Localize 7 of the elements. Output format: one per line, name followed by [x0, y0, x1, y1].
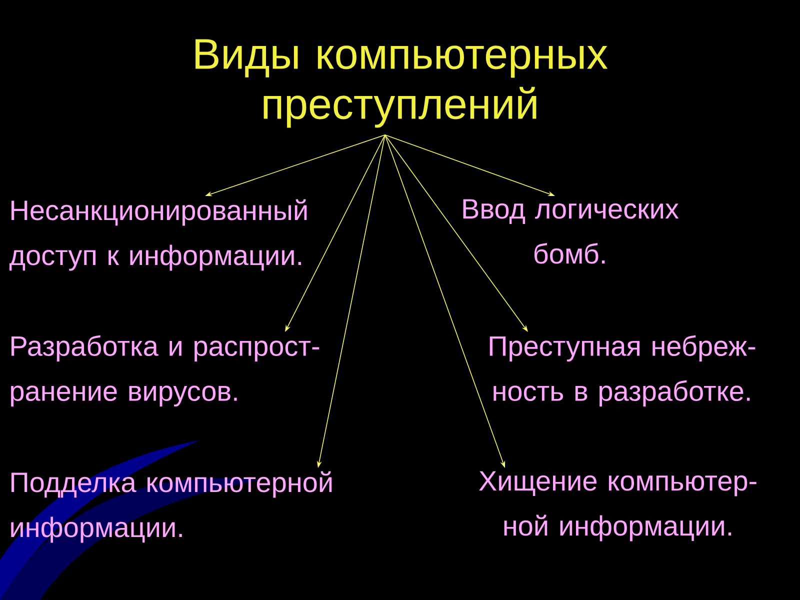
crime-type-text: Ввод логических бомб. [463, 199, 679, 264]
crime-type-text: Подделка компьютерной информации. [11, 471, 332, 543]
crime-type-text: Преступная небреж- ность в разработке. [490, 335, 756, 407]
crime-type-text: Несанкционированный доступ к информации. [9, 199, 307, 271]
crime-type-text: Разработка и распрост- ранение вирусов. [11, 335, 320, 407]
crime-type-text: Хищение компьютер- ной информации. [479, 471, 756, 542]
title: Виды компьютерных преступлений [196, 39, 608, 128]
